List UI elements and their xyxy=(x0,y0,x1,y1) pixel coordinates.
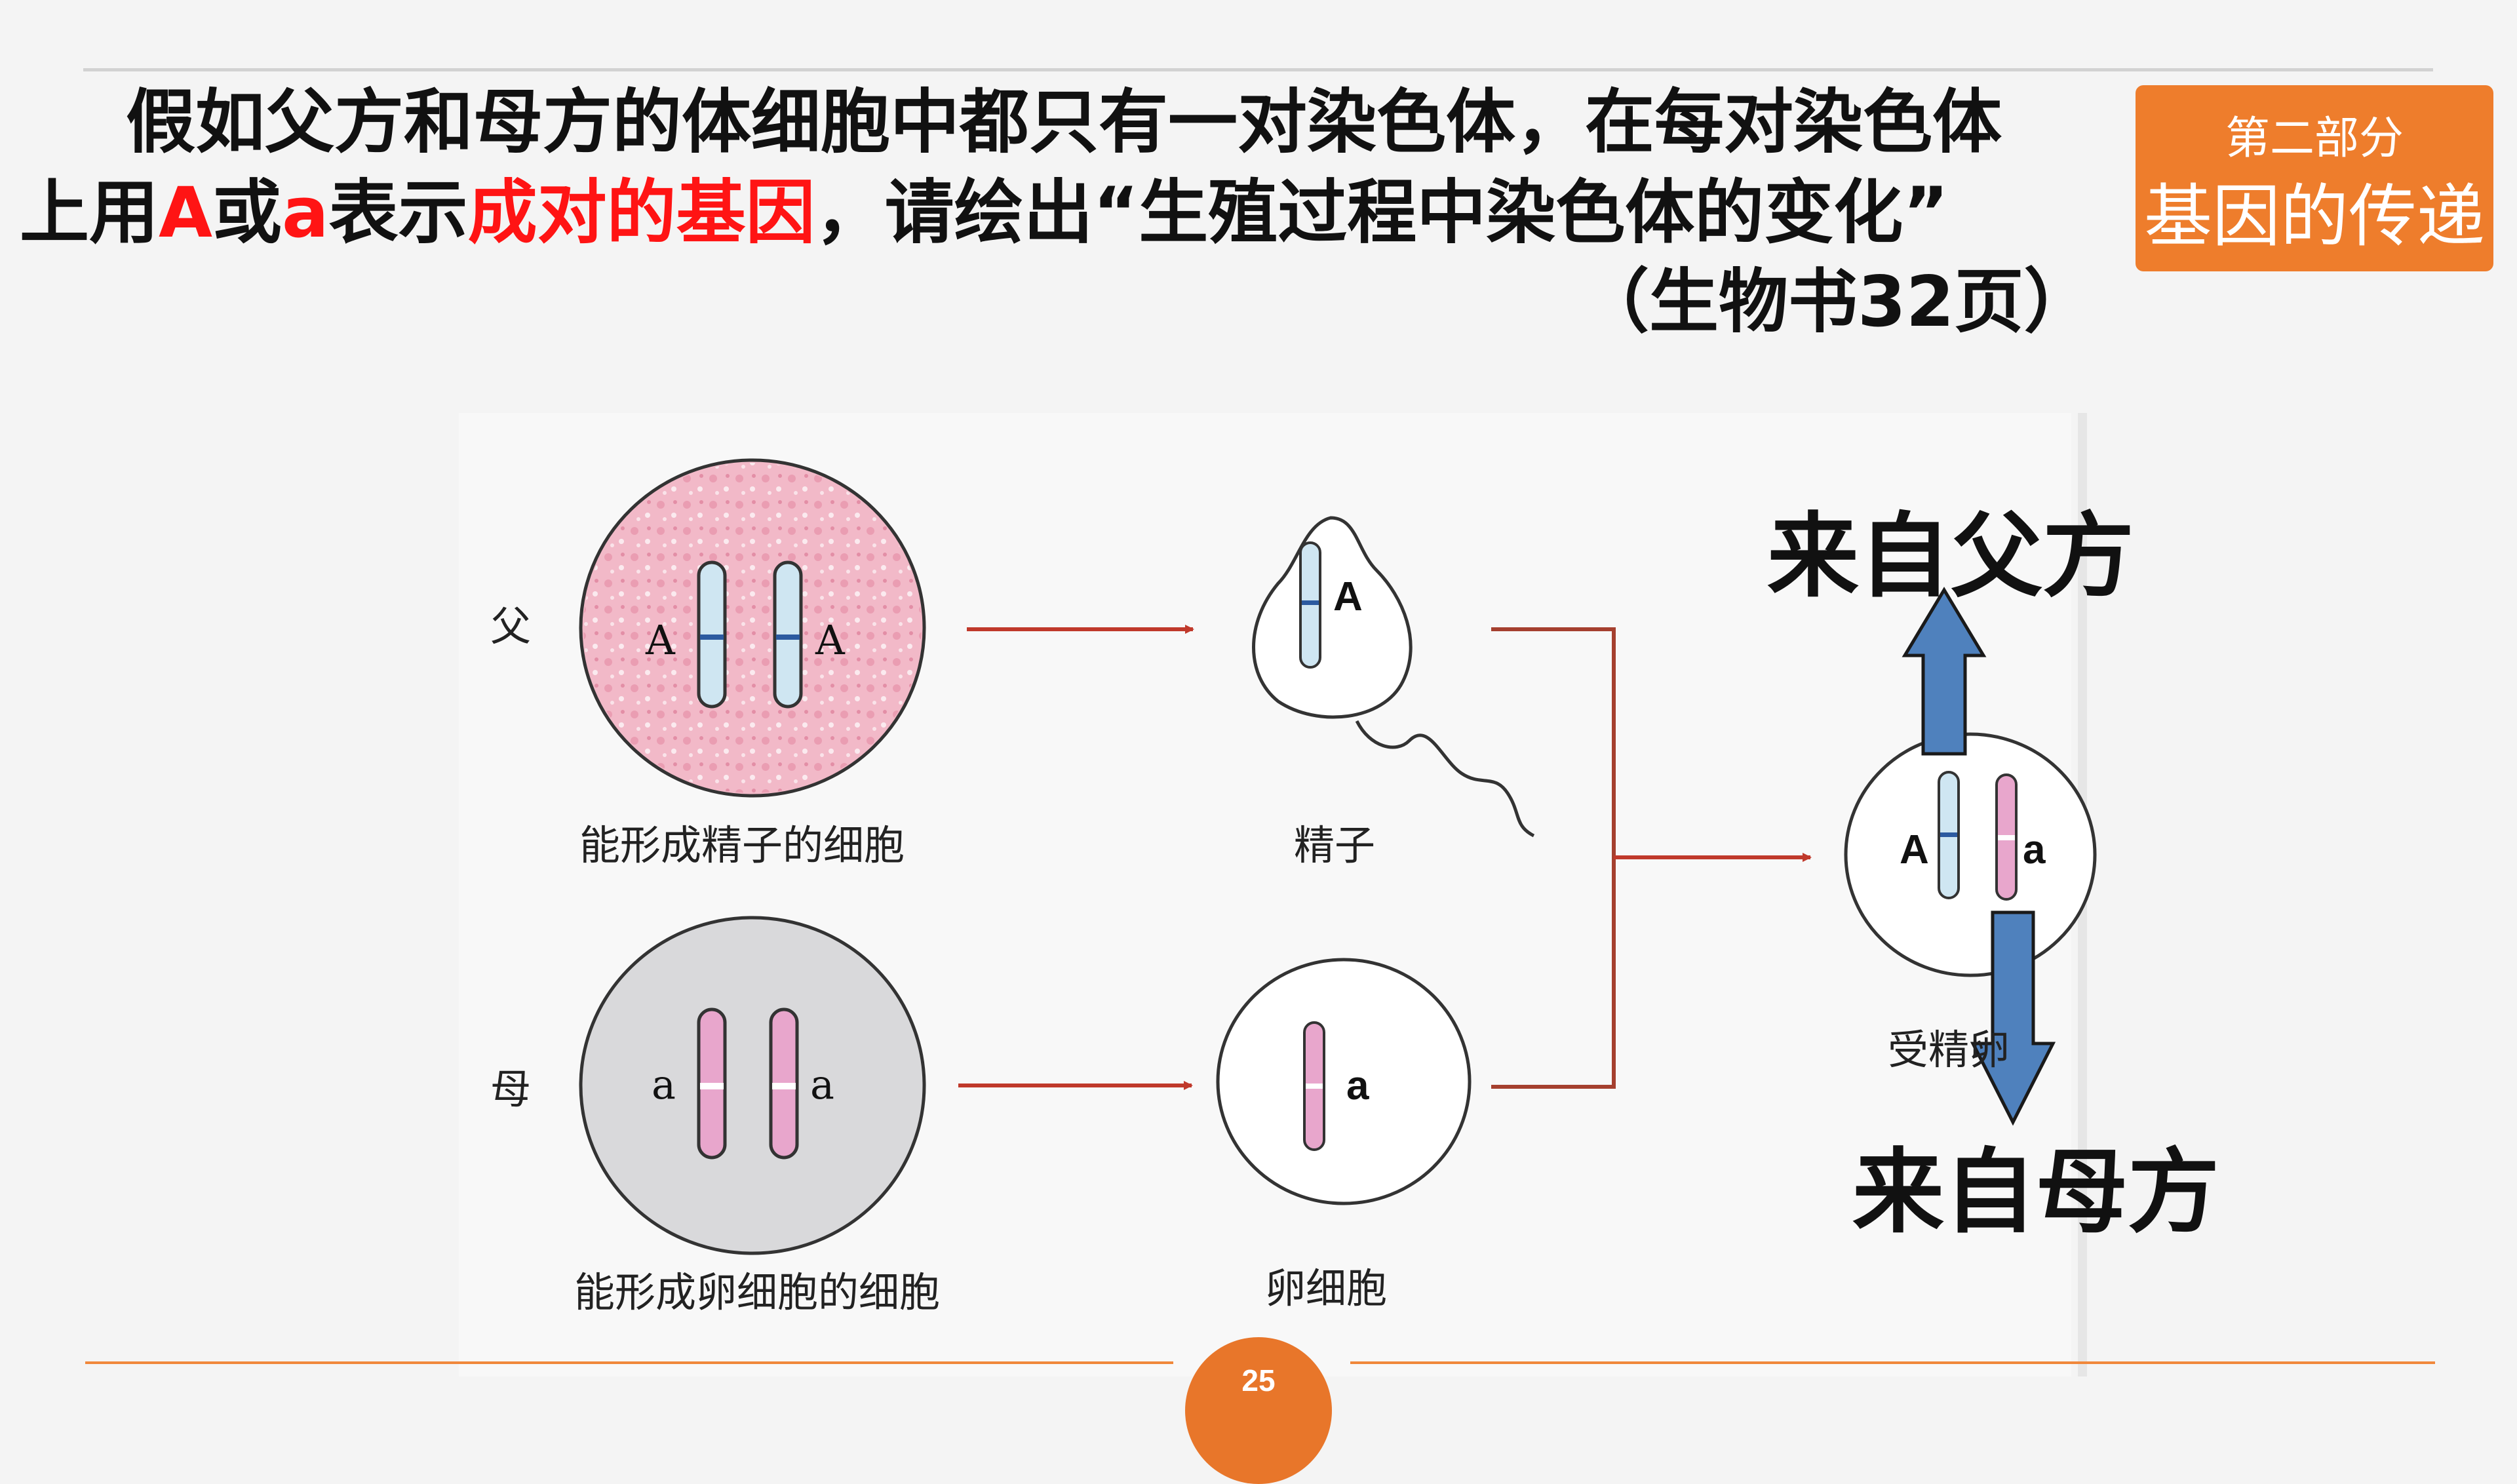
zygote-caption: 受精卵 xyxy=(1888,1026,2010,1074)
mother-chromosome-right xyxy=(769,1007,799,1160)
blue-up-arrow-shape xyxy=(1902,587,1987,756)
gene-father-left: A xyxy=(646,616,675,664)
bottom-divider-right xyxy=(1350,1361,2435,1364)
fertilization-connector xyxy=(1491,627,1616,1089)
egg-chromosome xyxy=(1303,1021,1325,1151)
gene-mother-left: a xyxy=(652,1061,676,1108)
title-line-3: （生物书32页） xyxy=(1580,262,2094,342)
bottom-divider-left xyxy=(85,1361,1173,1364)
title-text: 上用 xyxy=(20,172,159,253)
mother-cell xyxy=(579,916,926,1255)
title-gene-A: A xyxy=(159,172,213,253)
from-father-label: 来自父方 xyxy=(1767,503,2135,610)
blue-down-arrow-shape xyxy=(1970,910,2056,1126)
badge-section: 第二部分 xyxy=(2225,113,2404,165)
mother-cell-caption: 能形成卵细胞的细胞 xyxy=(574,1268,941,1316)
father-chromosome-left xyxy=(697,560,727,709)
title-text: 或 xyxy=(212,172,283,253)
title-text: ，请绘出“生殖过程中染色体的变化” xyxy=(815,172,1949,253)
father-chromosome-right xyxy=(773,560,803,709)
title-line-1: 假如父方和母方的体细胞中都只有一对染色体，在每对染色体 xyxy=(126,82,2002,163)
badge-topic: 基因的传递 xyxy=(2143,176,2485,256)
reproduction-diagram xyxy=(579,413,2097,1377)
from-mother-label: 来自母方 xyxy=(1852,1139,2220,1246)
title-text: 表示 xyxy=(328,172,468,253)
gene-egg: a xyxy=(1346,1063,1369,1108)
zygote-chromosome-right xyxy=(1995,773,2018,901)
gene-zygote-left: A xyxy=(1900,827,1929,872)
title-gene-a: a xyxy=(282,172,329,253)
egg-cell xyxy=(1216,958,1472,1205)
father-cell-caption: 能形成精子的细胞 xyxy=(579,821,905,869)
title-line-2: 上用A或a表示成对的基因，请绘出“生殖过程中染色体的变化” xyxy=(20,172,1949,254)
gene-mother-right: a xyxy=(810,1061,834,1108)
page-number: 25 xyxy=(1185,1337,1332,1484)
gene-father-right: A xyxy=(815,616,845,664)
egg-caption: 卵细胞 xyxy=(1265,1264,1388,1312)
zygote-cell xyxy=(1844,732,2097,977)
gene-sperm: A xyxy=(1333,574,1363,619)
sperm-chromosome xyxy=(1299,541,1321,669)
father-cell xyxy=(579,458,926,798)
title-emphasis: 成对的基因 xyxy=(467,172,815,253)
sperm-caption: 精子 xyxy=(1294,821,1376,869)
father-label: 父 xyxy=(490,602,532,650)
sperm-cell xyxy=(1252,516,1535,838)
mother-label: 母 xyxy=(490,1065,532,1113)
top-divider xyxy=(83,68,2433,71)
mother-chromosome-left xyxy=(697,1007,727,1160)
zygote-chromosome-left xyxy=(1938,771,1960,899)
section-badge: 第二部分 基因的传递 xyxy=(2136,85,2493,271)
gene-zygote-right: a xyxy=(2023,827,2046,872)
